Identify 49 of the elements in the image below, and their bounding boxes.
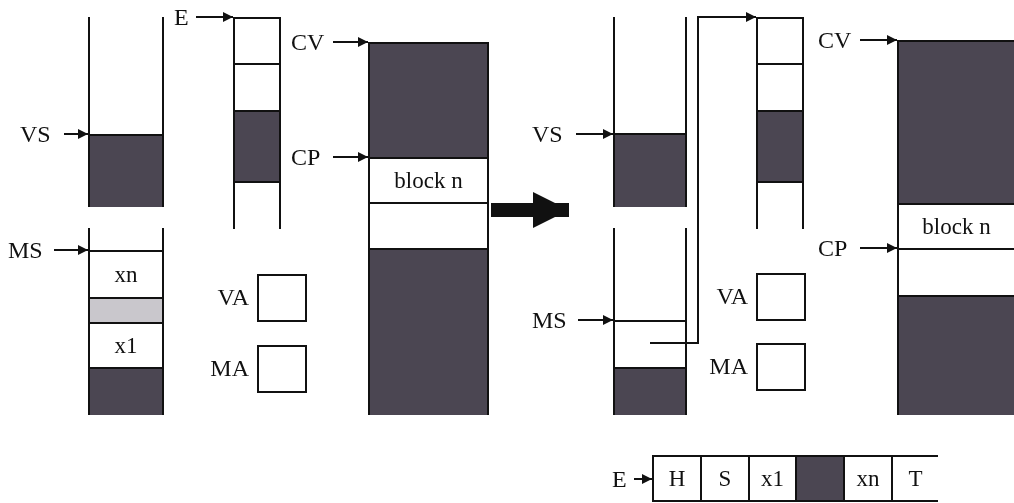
stack-column xyxy=(613,17,687,207)
pointer-arrow xyxy=(53,245,89,255)
pointer-label: CP xyxy=(291,144,333,170)
pointer-label: CP xyxy=(818,235,860,261)
memory-cell xyxy=(899,40,1014,203)
transition-arrow xyxy=(491,192,569,228)
record-field xyxy=(795,457,843,500)
record-row xyxy=(652,455,938,502)
stack-column xyxy=(368,42,489,415)
pointer-label: CV xyxy=(818,27,860,53)
pointer-label: VS xyxy=(532,121,576,147)
pointer-arrow xyxy=(332,37,369,47)
stack-column xyxy=(756,17,804,229)
pointer-arrow xyxy=(195,12,234,22)
pointer-arrow xyxy=(63,129,89,139)
stack-column xyxy=(233,17,281,229)
pointer-label: MS xyxy=(532,307,578,333)
register-label: VA xyxy=(716,283,748,310)
pointer-label: VS xyxy=(20,121,64,147)
register-label: MA xyxy=(709,353,748,380)
pointer-label: E xyxy=(174,4,196,30)
memory-cell xyxy=(615,367,685,415)
memory-cell xyxy=(90,367,162,415)
stack-column xyxy=(88,17,164,207)
memory-cell xyxy=(899,295,1014,415)
memory-cell xyxy=(370,248,487,415)
memory-cell xyxy=(615,133,685,207)
pointer-arrow xyxy=(859,243,898,253)
pointer-arrow xyxy=(575,129,614,139)
pointer-arrow xyxy=(332,152,369,162)
pointer-label: CV xyxy=(291,29,333,55)
memory-cell xyxy=(235,181,279,229)
register-label: MA xyxy=(210,355,249,382)
stack-column xyxy=(88,228,164,415)
memory-cell xyxy=(90,134,162,207)
memory-cell xyxy=(370,42,487,157)
memory-cell xyxy=(235,110,279,181)
pointer-label: E xyxy=(612,466,634,492)
record-field: T xyxy=(891,457,938,500)
stack-column xyxy=(613,228,687,415)
pointer-arrow xyxy=(633,474,653,484)
pointer-label: MS xyxy=(8,237,54,263)
register-label: VA xyxy=(217,284,249,311)
pointer-arrow xyxy=(859,35,898,45)
memory-cell xyxy=(90,297,162,322)
memory-column xyxy=(897,40,1014,415)
pointer-arrow xyxy=(577,315,614,325)
memory-cell xyxy=(758,181,802,229)
memory-cell xyxy=(758,110,802,181)
